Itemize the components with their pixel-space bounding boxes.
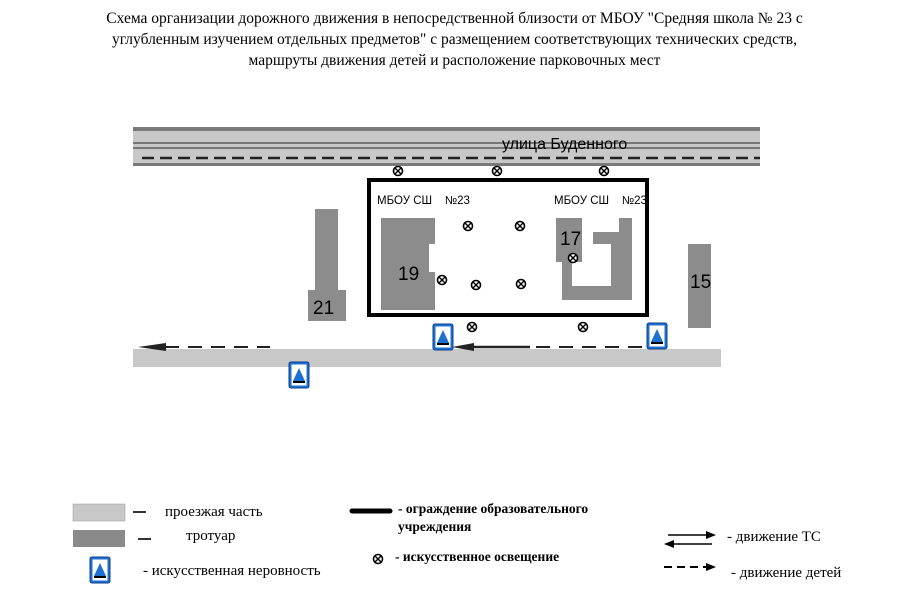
lighting-icon [598, 165, 610, 177]
children-route-right [452, 343, 650, 351]
lighting-icon [577, 321, 589, 333]
legend-sidewalk-label: тротуар [186, 528, 236, 544]
bottom-road [133, 349, 721, 367]
lighting-icon [491, 165, 503, 177]
legend-sidewalk-swatch [73, 530, 125, 547]
building-21 [308, 209, 346, 321]
title-line-2: углубленным изучением отдельных предмето… [111, 31, 798, 48]
lighting-icon [470, 279, 482, 291]
lighting-icon [372, 553, 384, 565]
building-19 [381, 218, 435, 310]
street-name-label: улица Буденного [502, 136, 627, 153]
lighting-icon [514, 220, 526, 232]
legend-children-arrow-icon [664, 563, 716, 571]
legend-roadway-swatch [72, 503, 126, 522]
school-label-right: МБОУ СШ №23 [554, 195, 647, 207]
school-label-left: МБОУ СШ №23 [377, 195, 470, 207]
lighting-icon [567, 252, 579, 264]
legend-vehicle-traffic-label: - движение ТС [727, 529, 821, 545]
legend-speed-bump-label: - искусственная неровность [143, 563, 321, 579]
children-route-left [138, 343, 270, 351]
legend-symbols [72, 503, 716, 584]
speed-bump-sign-icon [288, 361, 310, 389]
top-road [133, 127, 760, 166]
legend-roadway-label: проезжая часть [165, 504, 263, 520]
title-line-3: маршруты движения детей и расположение п… [248, 52, 661, 69]
speed-bump-sign-icon [89, 556, 111, 584]
lighting-icon [515, 278, 527, 290]
building-17-number: 17 [560, 229, 581, 250]
school-fence [367, 178, 649, 317]
building-19-number: 19 [398, 264, 419, 285]
building-15 [688, 244, 711, 328]
lighting-icon [436, 274, 448, 286]
title-line-1: Схема организации дорожного движения в н… [106, 10, 803, 27]
building-17 [556, 218, 632, 300]
legend-fence-label: - ограждение образовательного [398, 501, 589, 516]
speed-bump-sign-icon [646, 322, 668, 350]
legend-vehicle-arrows-icon [664, 531, 716, 548]
diagram-title: Схема организации дорожного движения в н… [20, 8, 889, 71]
legend-children-movement-label: - движение детей [731, 565, 842, 581]
lighting-icon [466, 321, 478, 333]
lighting-icon [462, 220, 474, 232]
lighting-icon [392, 165, 404, 177]
legend-lighting-label: - искусственное освещение [395, 549, 560, 564]
building-21-number: 21 [313, 298, 334, 319]
building-15-number: 15 [690, 272, 711, 293]
legend-fence-label-2: учреждения [398, 519, 472, 534]
speed-bump-sign-icon [432, 323, 454, 351]
